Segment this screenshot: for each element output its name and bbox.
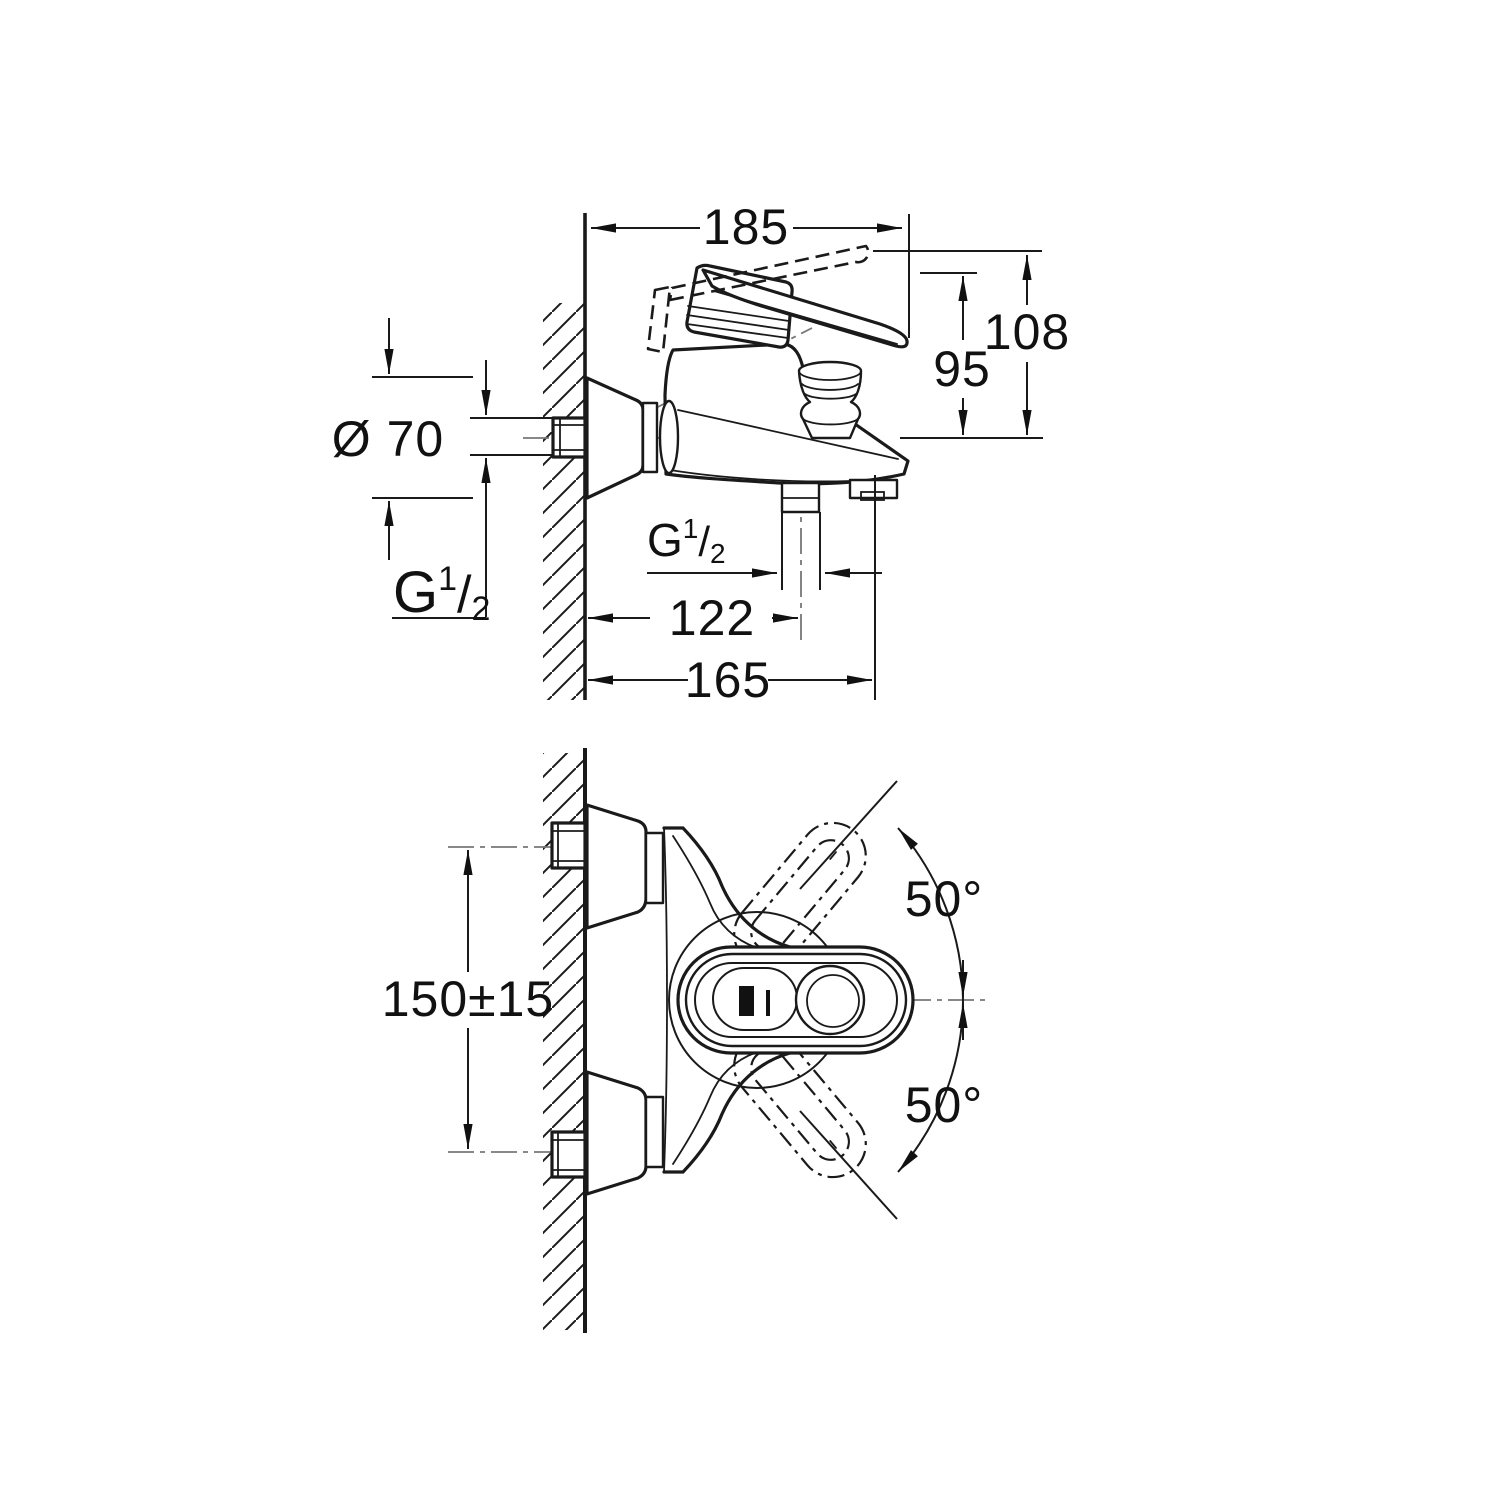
angle-label-up: 50°: [905, 871, 984, 927]
shower-outlet-side: [780, 481, 821, 514]
side-view: 185 108 95 Ø 70 G1/2 G1/2 122: [332, 199, 1070, 708]
spout-bottom-hairline: [669, 469, 851, 483]
body-top-lobe: [662, 826, 858, 959]
brand-logo-mark: [739, 986, 754, 1016]
handle-inner-pad: [712, 967, 798, 1031]
swing-loop-up: [733, 821, 867, 969]
swing-angle-annotation: 50° 50°: [799, 780, 984, 1220]
dimension-mount-centers: 150±15: [382, 850, 554, 1149]
wall-hatch: [543, 303, 585, 700]
body-top-lobe-inner: [672, 835, 758, 949]
dim-label-mount-centers: 150±15: [382, 971, 554, 1027]
spout-body-side: [663, 342, 910, 486]
logo-detail-mark: [766, 990, 770, 1016]
bottom-mount-front: [550, 1070, 665, 1196]
label-outlet-thread: G1/2: [647, 513, 726, 569]
spout-top-hairline: [677, 409, 899, 460]
dim-label-width: 185: [703, 199, 789, 255]
wall-section-side: [543, 213, 587, 700]
label-wall-thread: G1/2: [393, 560, 490, 628]
dimensions-side: 185 108 95 Ø 70 G1/2 G1/2 122: [332, 199, 1070, 708]
dim-label-spout-reach: 165: [685, 652, 771, 708]
radial-line-up: [799, 780, 898, 890]
front-view: 50° 50° 150±15: [382, 748, 990, 1333]
dim-label-height-rest: 95: [933, 341, 991, 397]
inlet-joint-side: [658, 399, 680, 475]
body-bottom-lobe-inner: [672, 1051, 758, 1165]
wall-union-nut-side: [551, 416, 587, 459]
dim-label-outlet-offset: 122: [669, 590, 755, 646]
handle-front: [676, 945, 915, 1055]
dim-label-flange: Ø 70: [332, 411, 444, 467]
radial-line-down: [799, 1110, 898, 1220]
angle-label-down: 50°: [905, 1077, 984, 1133]
faucet-side-drawing: [551, 244, 910, 514]
knob-inner-circle: [806, 974, 860, 1028]
escutcheon-side: [585, 376, 645, 500]
dim-label-height-raised: 108: [984, 304, 1070, 360]
phantom-raised-lever: [646, 244, 870, 354]
body-left-edge: [663, 827, 668, 1173]
top-mount-front: [550, 803, 665, 930]
lever-side: [701, 268, 909, 349]
spout-aerator-side: [848, 478, 899, 501]
escutcheon-collar-side: [641, 401, 659, 474]
diverter-knob-side: [797, 360, 863, 440]
